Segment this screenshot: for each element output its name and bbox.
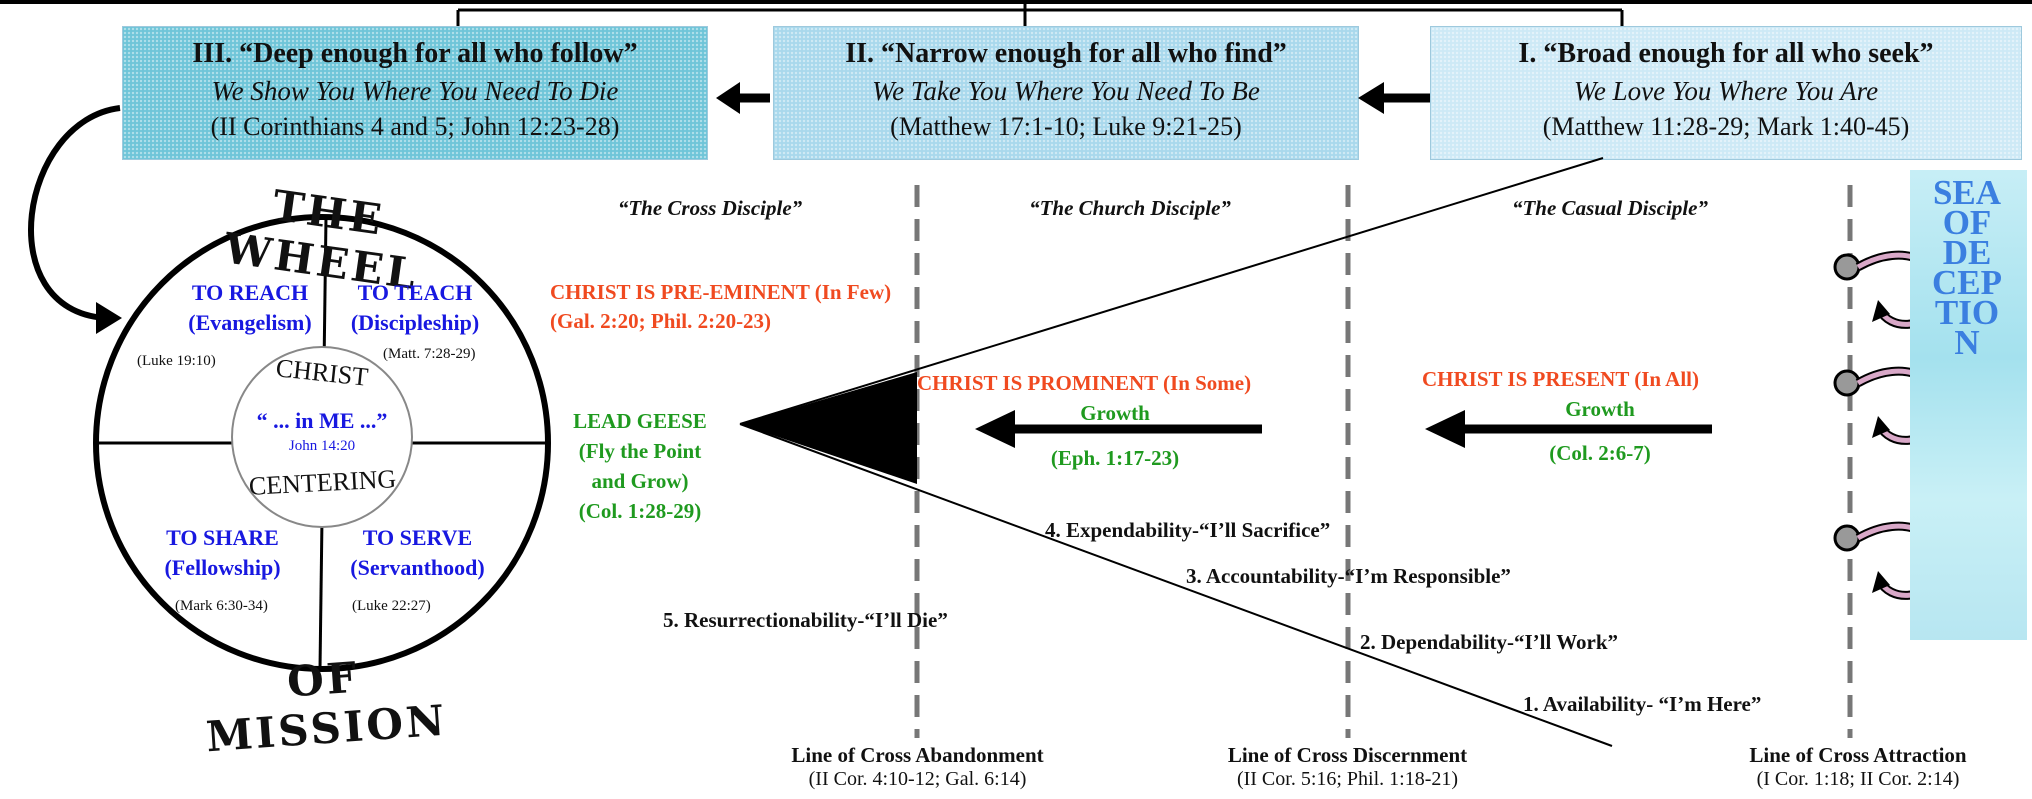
christ-preeminent: CHRIST IS PRE-EMINENT (In Few) (Gal. 2:2… xyxy=(550,280,891,334)
prominent-ref: (Eph. 1:17-23) xyxy=(1050,446,1180,470)
quadrant-ref: (Matt. 7:28-29) xyxy=(383,346,476,362)
stage-box-narrow: II. “Narrow enough for all who find” We … xyxy=(773,26,1359,160)
lead-geese-line: and Grow) xyxy=(591,469,689,493)
curved-arrow-to-wheel xyxy=(28,105,122,334)
quadrant-sub: (Discipleship) xyxy=(350,310,480,335)
line-ref: (II Cor. 5:16; Phil. 1:18-21) xyxy=(1236,768,1459,790)
box-subtitle: We Show You Where You Need To Die xyxy=(211,76,619,106)
funnel-lower-line xyxy=(739,423,1613,747)
quadrant-label: TO TEACH xyxy=(357,280,473,305)
box-refs: (Matthew 17:1-10; Luke 9:21-25) xyxy=(890,112,1242,141)
funnel-upper-line xyxy=(739,157,1604,425)
prominent-growth: Growth xyxy=(1080,401,1150,425)
funnel-point xyxy=(740,372,917,484)
quadrant-label: TO REACH xyxy=(191,280,309,305)
lead-geese-line: (Col. 1:28-29) xyxy=(578,499,702,523)
box-subtitle: We Take You Where You Need To Be xyxy=(872,76,1260,106)
quadrant-ref: (Luke 19:10) xyxy=(137,353,216,369)
center-quote: “ ... in ME ...” xyxy=(256,408,388,433)
quadrant-serve: TO SERVE (Servanthood) xyxy=(330,523,505,583)
box-title: I. “Broad enough for all who seek” xyxy=(1518,38,1934,69)
step-dependability: 2. Dependability-“I’ll Work” xyxy=(1360,630,1619,654)
line-label-abandonment: Line of Cross Abandonment (II Cor. 4:10-… xyxy=(725,743,1110,791)
box-connectors xyxy=(456,0,1624,26)
christ-present: CHRIST IS PRESENT (In All) xyxy=(1422,367,1699,391)
lead-geese-line: (Fly the Point xyxy=(578,439,702,463)
disciple-church: “The Church Disciple” xyxy=(1029,196,1231,220)
quadrant-sub: (Evangelism) xyxy=(188,310,312,335)
line-label: Line of Cross Abandonment xyxy=(791,743,1044,767)
center-ref: John 14:20 xyxy=(288,438,356,454)
quadrant-reach: TO REACH (Evangelism) xyxy=(170,278,330,338)
quadrant-ref: (Luke 22:27) xyxy=(352,598,431,614)
step-expendability: 4. Expendability-“I’ll Sacrifice” xyxy=(1045,518,1331,542)
growth-arrow-present xyxy=(1425,410,1712,448)
lead-geese: LEAD GEESE (Fly the Point and Grow) (Col… xyxy=(545,406,735,526)
line-label-discernment: Line of Cross Discernment (II Cor. 5:16;… xyxy=(1155,743,1540,791)
top-rule xyxy=(0,0,2032,4)
growth-arrow-prominent xyxy=(975,410,1262,448)
box-title: II. “Narrow enough for all who find” xyxy=(845,38,1287,69)
line-ref: (II Cor. 4:10-12; Gal. 6:14) xyxy=(808,768,1027,790)
christ-prominent: CHRIST IS PROMINENT (In Some) xyxy=(917,371,1252,395)
step-resurrectionability: 5. Resurrectionability-“I’ll Die” xyxy=(663,608,948,632)
lead-geese-line: LEAD GEESE xyxy=(573,409,707,433)
stage-box-deep: III. “Deep enough for all who follow” We… xyxy=(122,26,708,160)
quadrant-label: TO SERVE xyxy=(362,525,473,550)
line-label-attraction: Line of Cross Attraction (I Cor. 1:18; I… xyxy=(1690,743,2026,791)
step-availability: 1. Availability- “I’m Here” xyxy=(1523,692,1762,716)
quadrant-teach: TO TEACH (Discipleship) xyxy=(330,278,500,338)
line-label: Line of Cross Attraction xyxy=(1749,743,1967,767)
quadrant-share: TO SHARE (Fellowship) xyxy=(140,523,305,583)
step-accountability: 3. Accountability-“I’m Responsible” xyxy=(1186,564,1511,588)
sea-of-deception-panel xyxy=(1910,170,2027,640)
present-ref: (Col. 2:6-7) xyxy=(1549,441,1651,465)
box-refs: (II Corinthians 4 and 5; John 12:23-28) xyxy=(210,112,620,141)
quadrant-sub: (Fellowship) xyxy=(164,555,281,580)
disciple-cross: “The Cross Disciple” xyxy=(617,196,803,220)
preeminent-line1: CHRIST IS PRE-EMINENT (In Few) xyxy=(550,280,892,304)
line-ref: (I Cor. 1:18; II Cor. 2:14) xyxy=(1756,768,1960,790)
stage-box-broad: I. “Broad enough for all who seek” We Lo… xyxy=(1430,26,2022,160)
box-refs: (Matthew 11:28-29; Mark 1:40-45) xyxy=(1542,112,1910,141)
sea-of-deception-label: SEA OF DECEPTION xyxy=(1932,173,2002,362)
quadrant-label: TO SHARE xyxy=(166,525,279,550)
arrow-box2-to-box1 xyxy=(716,82,770,114)
box-title: III. “Deep enough for all who follow” xyxy=(192,38,638,69)
arrow-box3-to-box2 xyxy=(1358,82,1430,114)
present-growth: Growth xyxy=(1565,397,1635,421)
preeminent-line2: (Gal. 2:20; Phil. 2:20-23) xyxy=(550,309,772,333)
line-label: Line of Cross Discernment xyxy=(1227,743,1468,767)
box-subtitle: We Love You Where You Are xyxy=(1573,76,1879,106)
disciple-casual: “The Casual Disciple” xyxy=(1511,196,1708,220)
quadrant-ref: (Mark 6:30-34) xyxy=(175,598,268,614)
quadrant-sub: (Servanthood) xyxy=(350,555,485,580)
wheel-of-mission xyxy=(93,214,551,672)
